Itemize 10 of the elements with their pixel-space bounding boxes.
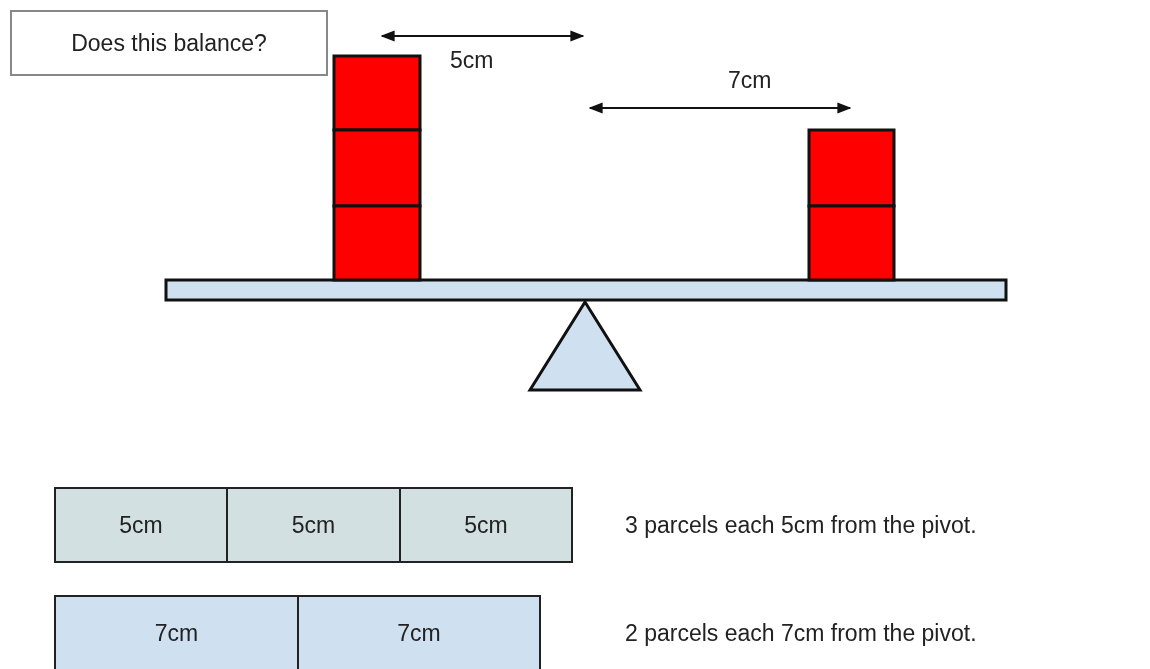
distance-cell: 5cm bbox=[226, 487, 401, 563]
distance-cell: 5cm bbox=[399, 487, 573, 563]
note-text: 3 parcels each 5cm from the pivot. bbox=[625, 512, 977, 539]
distance-cell: 5cm bbox=[54, 487, 228, 563]
note-text: 2 parcels each 7cm from the pivot. bbox=[625, 620, 977, 647]
question-box: Does this balance? bbox=[10, 10, 328, 76]
distance-cell: 7cm bbox=[297, 595, 541, 669]
distance-label: 7cm bbox=[728, 67, 772, 94]
distance-label: 5cm bbox=[450, 47, 494, 74]
distance-cell: 7cm bbox=[54, 595, 299, 669]
